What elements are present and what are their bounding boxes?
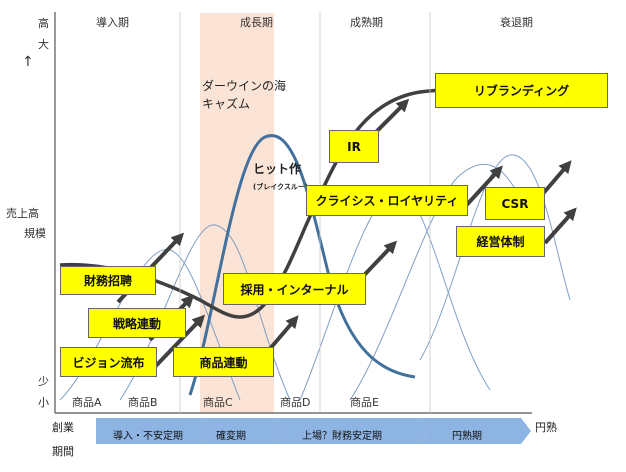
- stage-label-intro: 導入・不安定期: [113, 431, 183, 442]
- y-label-high: 高: [38, 17, 49, 30]
- stage-label-listing: 上場？財務安定期: [302, 431, 382, 442]
- crisis-box: クライシス・ロイヤリティ: [306, 185, 468, 216]
- product-label-c: 商品C: [203, 396, 233, 409]
- hit-curve: [188, 134, 416, 396]
- chasm-label-sea: ダーウインの海: [202, 79, 287, 93]
- chasm-band: [200, 13, 274, 413]
- management-box: 経営体制: [456, 226, 545, 257]
- hit-sublabel: (ブレイクスルー): [253, 183, 309, 191]
- y-label-sales: 売上高: [6, 207, 39, 220]
- stage-chevron-2: [201, 418, 281, 444]
- arrow-management: [543, 207, 577, 245]
- strategy-box: 戦略連動: [88, 308, 186, 338]
- ir-box: IR: [329, 130, 379, 163]
- product-label-e: 商品E: [350, 396, 379, 409]
- phase-label-growth: 成長期: [240, 16, 273, 29]
- timeline-label-founding: 創業: [52, 421, 74, 434]
- stage-label-change: 確変期: [216, 431, 246, 442]
- product-label-a: 商品A: [72, 396, 102, 409]
- y-label-few: 少: [38, 375, 49, 388]
- vision-box: ビジョン流布: [60, 347, 157, 377]
- phase-label-decline: 衰退期: [500, 16, 533, 29]
- stage-chevron-4: [421, 418, 531, 444]
- product-link-box: 商品連動: [173, 347, 274, 377]
- hiring-box: 採用・インターナル: [223, 273, 366, 305]
- phase-label-maturity: 成熟期: [350, 16, 383, 29]
- phase-label-intro: 導入期: [96, 16, 129, 29]
- finance-box: 財務招聘: [60, 266, 156, 295]
- y-label-small: 小: [38, 396, 49, 409]
- y-label-scale: 規模: [24, 227, 46, 240]
- y-arrow-up: ↑: [22, 54, 34, 70]
- y-label-large: 大: [38, 38, 49, 51]
- product-e-curve: [349, 163, 531, 401]
- chasm-label-chasm: キャズム: [202, 97, 251, 111]
- hit-label: ヒット作: [253, 162, 302, 176]
- product-label-d: 商品D: [280, 396, 311, 409]
- product-label-b: 商品B: [128, 396, 158, 409]
- stage-chevron-3: [273, 418, 429, 444]
- csr-box: CSR: [485, 187, 545, 220]
- product-f-curve: [419, 154, 571, 361]
- stage-chevron-1: [96, 418, 209, 444]
- stage-label-maturity: 円熟期: [452, 431, 482, 442]
- rebranding-box: リブランディング: [435, 73, 608, 108]
- timeline-label-end: 円熟: [535, 421, 557, 434]
- timeline-label-period: 期間: [52, 445, 74, 458]
